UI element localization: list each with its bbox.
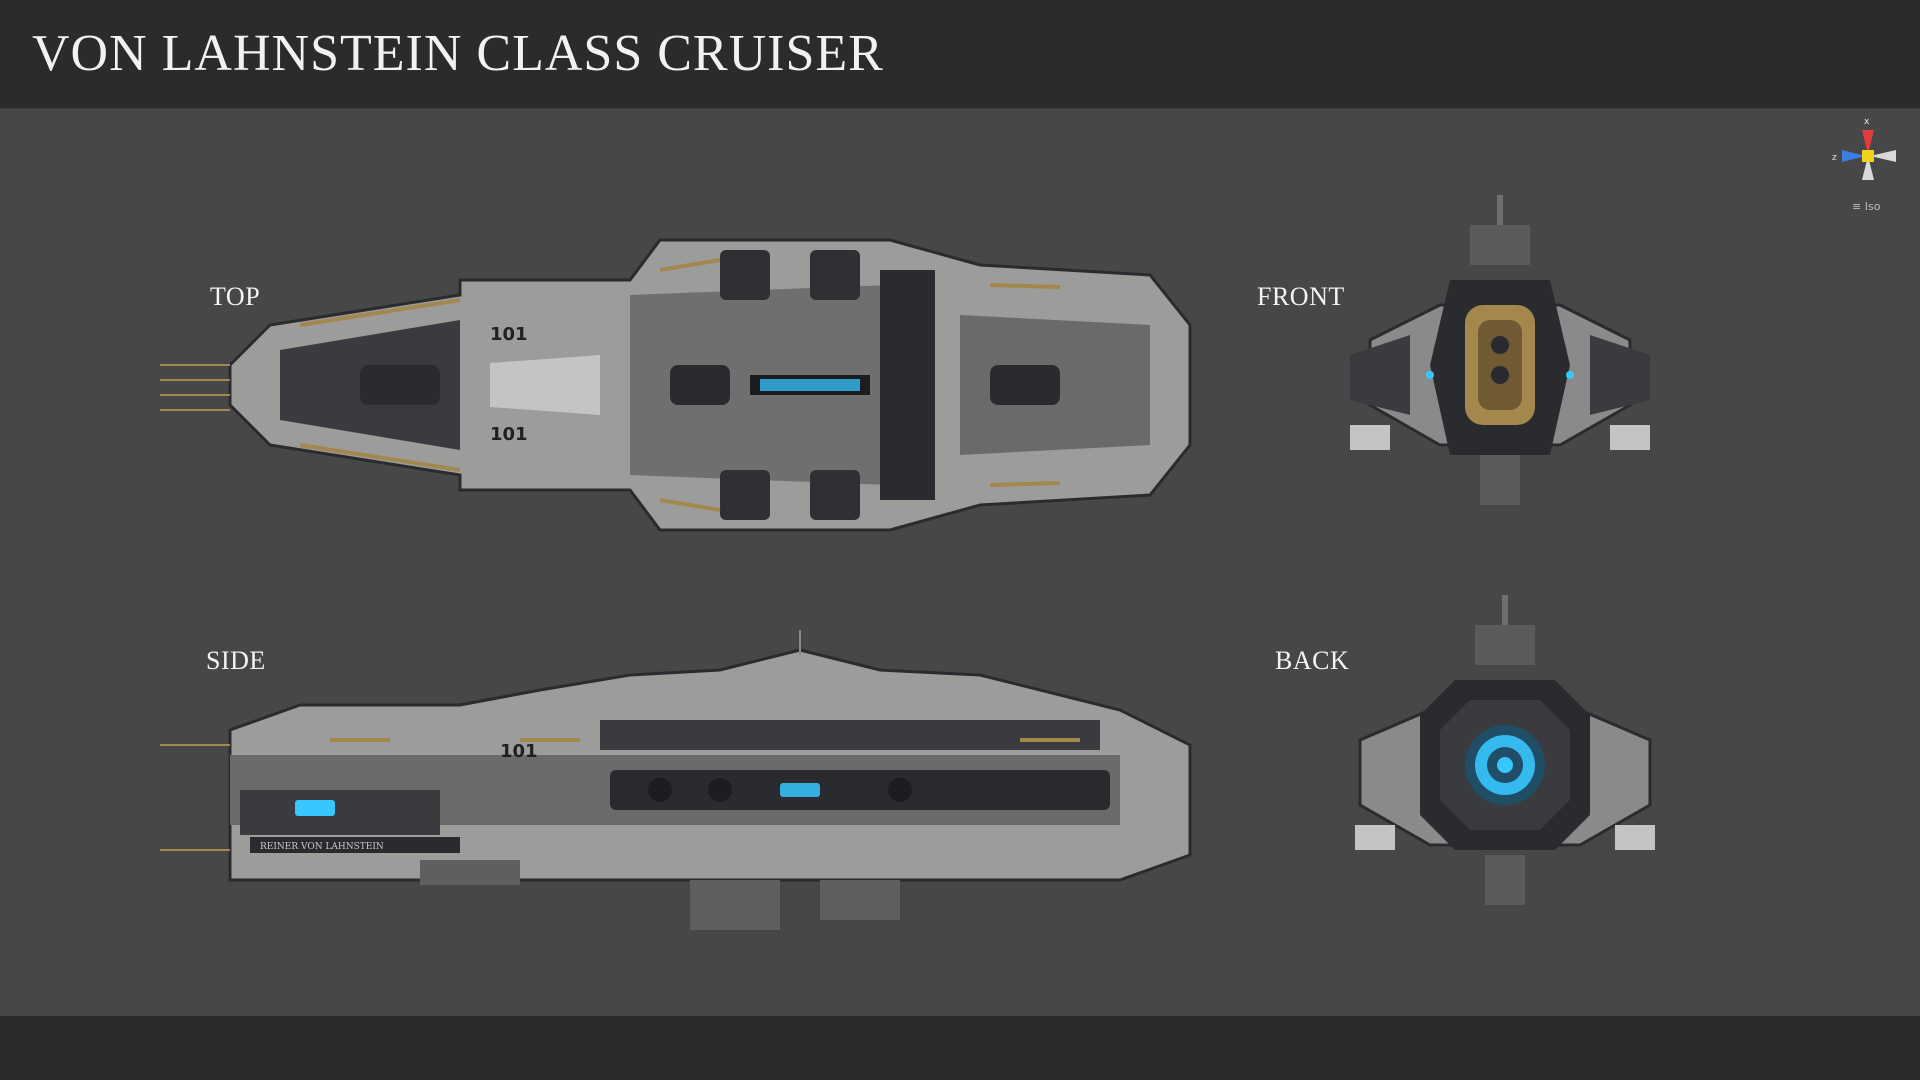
view-label-top: TOP (210, 282, 261, 311)
ship-top-view: 101 101 (160, 238, 1192, 532)
gizmo-x-label: x (1864, 117, 1870, 127)
top-hull (160, 238, 1192, 532)
back-hull (1355, 595, 1655, 905)
front-hull (1350, 195, 1650, 505)
side-hull (160, 630, 1192, 930)
view-label-back: BACK (1275, 646, 1350, 675)
ship-back-view (1355, 595, 1655, 905)
gizmo-center[interactable] (1862, 150, 1874, 162)
scene-orientation-gizmo-icon[interactable]: x z (1830, 114, 1906, 214)
top-hull-number-port: 101 (490, 424, 528, 445)
hamburger-menu-icon: ≡ (1852, 200, 1862, 213)
gizmo-z-label: z (1832, 153, 1837, 163)
projection-mode-label: Iso (1864, 200, 1881, 213)
gizmo-axis-x[interactable] (1862, 130, 1874, 154)
projection-mode-toggle[interactable]: ≡ Iso (1852, 200, 1880, 213)
page-title: VON LAHNSTEIN CLASS CRUISER (32, 25, 884, 82)
top-hull-number: 101 (490, 324, 528, 345)
side-hull-number: 101 (500, 741, 538, 762)
gizmo-axis-z[interactable] (1842, 150, 1866, 162)
view-label-side: SIDE (206, 646, 266, 675)
ship-side-view: 101 REINER VON LAHNSTEIN (160, 630, 1192, 930)
gizmo-axis-neg-z[interactable] (1870, 150, 1896, 162)
title-bar: VON LAHNSTEIN CLASS CRUISER (0, 0, 1920, 108)
view-label-front: FRONT (1257, 282, 1345, 311)
side-nameplate: REINER VON LAHNSTEIN (260, 842, 384, 852)
bottom-bar (0, 1016, 1920, 1080)
gizmo-axis-y[interactable] (1862, 156, 1874, 180)
ship-front-view (1350, 195, 1650, 505)
